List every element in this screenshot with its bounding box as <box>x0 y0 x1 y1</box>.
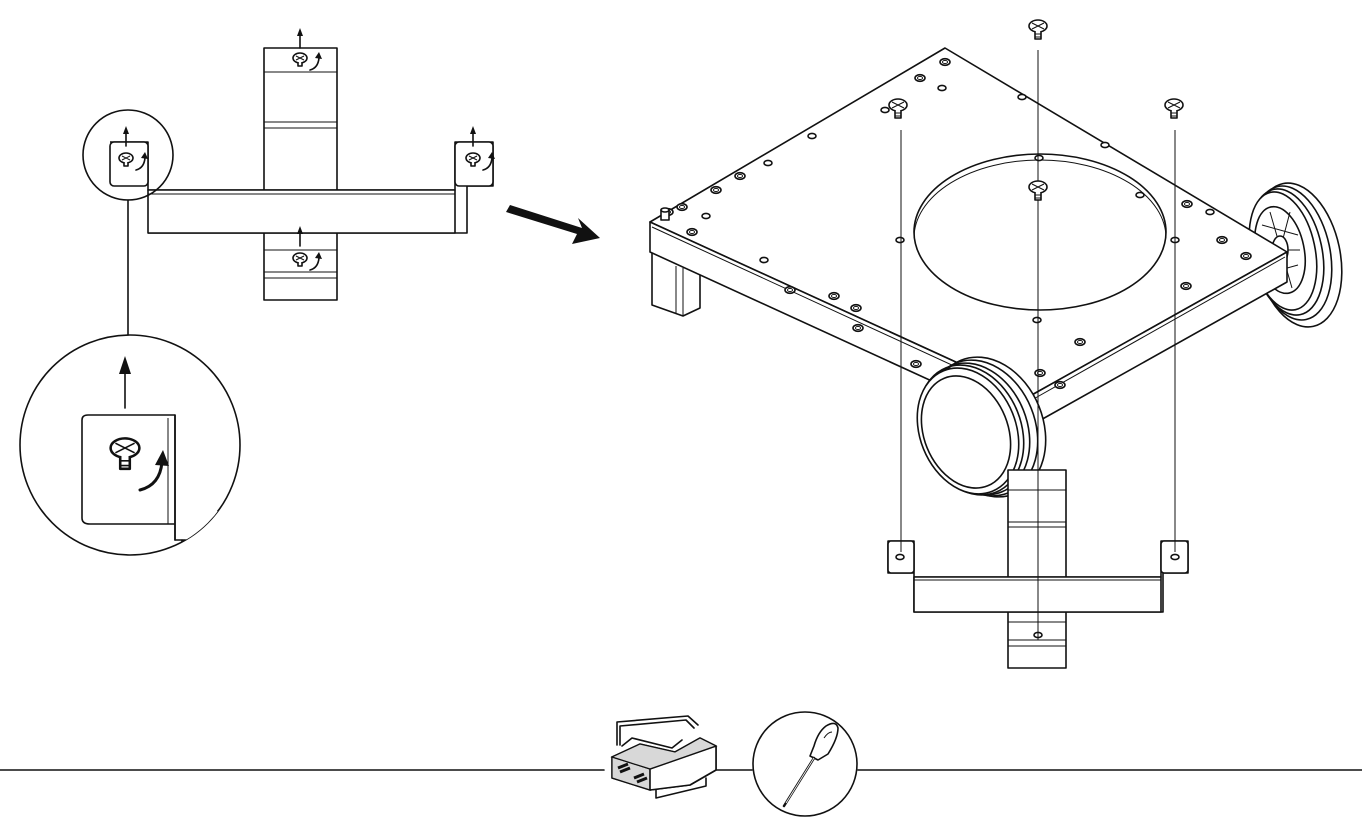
screwdriver-icon <box>752 711 858 817</box>
screw-icon <box>1164 98 1184 119</box>
base-assembly <box>649 19 1343 669</box>
plate-cutout <box>913 153 1167 311</box>
toolbox-icon <box>610 715 718 799</box>
next-step-arrow <box>506 205 600 244</box>
alignment-lines <box>900 50 1176 640</box>
screw-icon <box>1028 19 1048 40</box>
bracket-top-view <box>82 27 496 336</box>
magnified-detail <box>19 334 241 556</box>
tools-bar <box>0 711 1362 817</box>
